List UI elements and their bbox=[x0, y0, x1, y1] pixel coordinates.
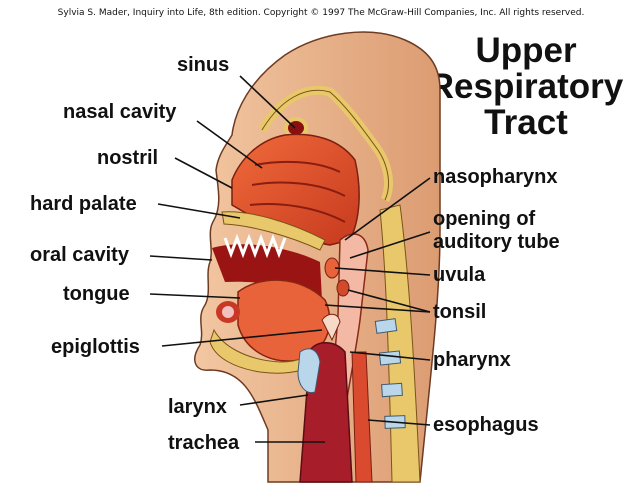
label-nasopharynx: nasopharynx bbox=[433, 166, 557, 188]
label-pharynx: pharynx bbox=[433, 349, 511, 371]
label-tongue: tongue bbox=[63, 283, 130, 305]
label-oral-cavity: oral cavity bbox=[30, 244, 129, 266]
label-tonsil: tonsil bbox=[433, 301, 486, 323]
label-sinus: sinus bbox=[177, 54, 229, 76]
label-esophagus: esophagus bbox=[433, 414, 539, 436]
label-trachea: trachea bbox=[168, 432, 239, 454]
label-nostril: nostril bbox=[97, 147, 158, 169]
label-epiglottis: epiglottis bbox=[51, 336, 140, 358]
label-opening-of: opening of bbox=[433, 208, 535, 230]
label-larynx: larynx bbox=[168, 396, 227, 418]
label-hard-palate: hard palate bbox=[30, 193, 137, 215]
tonsil-shape bbox=[337, 280, 349, 296]
label-uvula: uvula bbox=[433, 264, 485, 286]
label-auditory-tube: auditory tube bbox=[433, 231, 560, 253]
label-nasal-cavity: nasal cavity bbox=[63, 101, 176, 123]
